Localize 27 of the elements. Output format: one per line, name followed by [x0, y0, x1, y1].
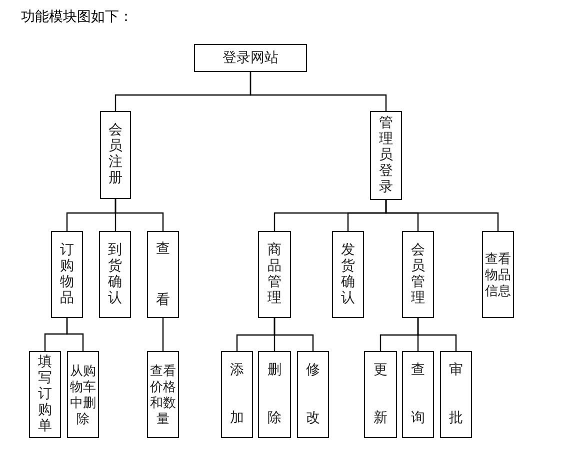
module-box: 从购物车中删除 — [67, 351, 99, 438]
module-box: 添加 — [221, 351, 253, 438]
module-box: 查看 — [147, 231, 179, 318]
module-box: 商品管理 — [258, 231, 291, 318]
module-box: 发货确认 — [332, 231, 364, 318]
module-box: 会员管理 — [402, 231, 434, 318]
module-box: 更新 — [364, 351, 397, 438]
module-box: 查询 — [402, 351, 434, 438]
module-box: 到货确认 — [99, 231, 131, 318]
module-box: 登录网站 — [194, 44, 307, 72]
connector-line — [250, 72, 387, 111]
connector-line — [274, 318, 314, 351]
module-box: 审批 — [440, 351, 472, 438]
module-box: 管理员登录 — [370, 111, 402, 200]
connector-line — [114, 199, 164, 231]
module-box: 删除 — [258, 351, 291, 438]
module-box: 会员注册 — [100, 111, 131, 199]
module-box: 填写订购单 — [29, 351, 61, 438]
module-box: 订购物品 — [51, 231, 83, 318]
module-box: 查看物品信息 — [482, 231, 514, 318]
module-box: 修改 — [297, 351, 329, 438]
connector-line — [162, 318, 164, 351]
connector-line — [66, 318, 84, 351]
connector-line — [385, 200, 499, 231]
connector-line — [417, 318, 457, 351]
module-box: 查看价格和数量 — [147, 351, 179, 438]
heading: 功能模块图如下： — [21, 8, 133, 26]
